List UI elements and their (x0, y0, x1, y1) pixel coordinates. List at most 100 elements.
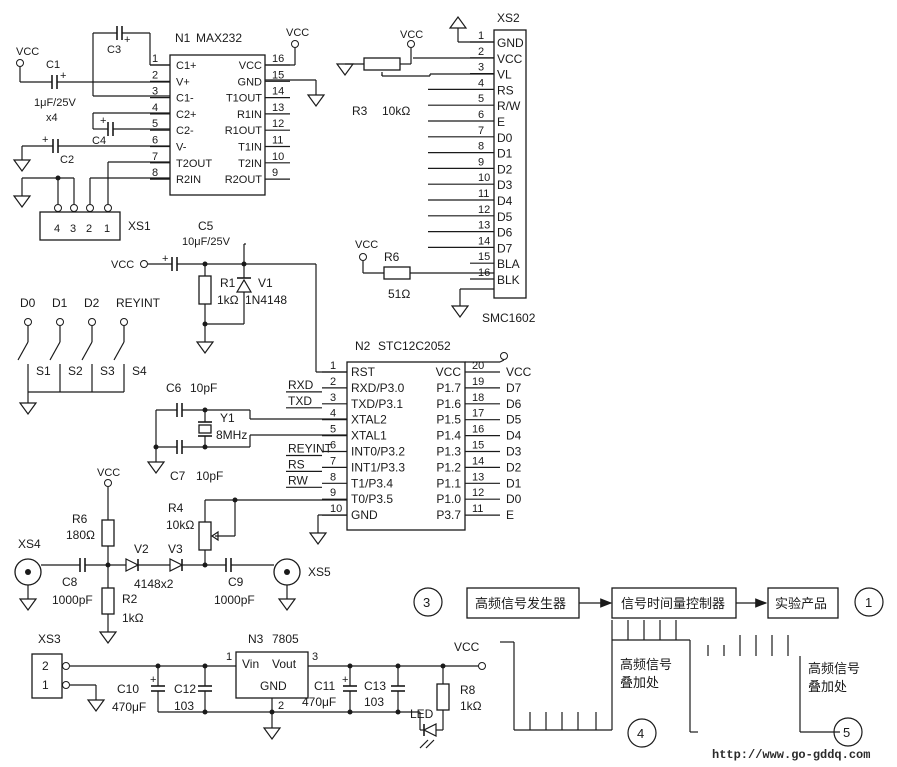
key-label-d2: D2 (84, 296, 100, 310)
mcu-pin-num: 12 (472, 487, 484, 499)
mcu-pin-name: XTAL1 (351, 429, 387, 443)
mcu-net-label: RW (288, 473, 308, 487)
c1-capacitor: VCC C1 + 1μF/25V x4 (16, 46, 170, 124)
c6-label: C6 (166, 381, 182, 395)
c11-label: C11 (314, 679, 335, 693)
overlay-a-line1: 高频信号 (620, 657, 672, 673)
max232-pin-num: 9 (272, 167, 278, 179)
lcd-pin-num: 2 (478, 46, 484, 58)
svg-text:+: + (100, 115, 106, 127)
c12-value: 103 (174, 699, 194, 713)
mcu-pin-num: 4 (330, 408, 336, 420)
c8-value: 1000pF (52, 593, 93, 607)
mcu-pin-num: 13 (472, 471, 484, 483)
max232-pin-num: 16 (272, 53, 284, 65)
key-label-reyint: REYINT (116, 296, 161, 310)
c5-value: 10μF/25V (182, 236, 231, 248)
c11-value: 470μF (302, 695, 336, 709)
mcu-pin-name: XTAL2 (351, 413, 387, 427)
r6-top-value: 51Ω (388, 287, 410, 301)
c2-label: C2 (60, 154, 74, 166)
n3-pin3: 3 (312, 651, 318, 663)
overlay-b-line1: 高频信号 (808, 661, 860, 677)
mcu-net-label: RXD (288, 378, 314, 392)
lcd-pin-name: VCC (497, 52, 523, 66)
mcu-pin-name: P1.0 (436, 492, 461, 506)
svg-text:+: + (60, 70, 66, 82)
r3-label: R3 (352, 104, 368, 118)
r6-top-vcc-label: VCC (355, 239, 378, 251)
max232-pin-name: T2OUT (176, 158, 212, 170)
overlay-a-line2: 叠加处 (620, 676, 659, 691)
lcd-pin-name: RS (497, 83, 514, 97)
max232-pin-name: C1- (176, 93, 194, 105)
mcu-net-label: E (506, 508, 514, 522)
switch-s2: S2 (68, 364, 83, 378)
mcu-pin-name: INT1/P3.3 (351, 460, 405, 474)
n3-part: 7805 (272, 632, 299, 646)
c10-value: 470μF (112, 700, 146, 714)
mcu-net-label: REYINT (288, 442, 333, 456)
v1-value: 1N4148 (245, 293, 287, 307)
c2-capacitor: C2 + (12, 134, 170, 173)
mcu-net-label: TXD (288, 394, 312, 408)
r4-value: 10kΩ (166, 518, 194, 532)
mcu-net-label: D6 (506, 397, 522, 411)
max232-chip: N1 MAX232 1C1+2V+3C1-4C2+5C2-6V-7T2OUT8R… (150, 31, 290, 196)
det-vcc-label: VCC (97, 467, 120, 479)
xs3-pin-1: 1 (42, 678, 49, 692)
lcd-pin-num: 1 (478, 30, 484, 42)
xs1-wiring: 4 3 2 1 XS1 (12, 161, 170, 241)
max232-pin-num: 14 (272, 86, 284, 98)
block-diagram: 3 高频信号发生器 信号时间量控制器 实验产品 1 (413, 587, 884, 748)
key-label-d0: D0 (20, 296, 36, 310)
xs1-pin-1: 1 (104, 223, 110, 235)
n3-vin: Vin (242, 657, 259, 671)
mcu-part: STC12C2052 (378, 339, 451, 353)
n3-gnd: GND (260, 679, 287, 693)
c13-label: C13 (364, 679, 386, 693)
lcd-pin-name: BLK (497, 273, 520, 287)
mcu-net-label: D4 (506, 429, 522, 443)
mcu-pin-name: RXD/P3.0 (351, 381, 405, 395)
overlay-b-line2: 叠加处 (808, 680, 847, 695)
lcd-pin-num: 5 (478, 93, 484, 105)
max232-pin-name: R1OUT (225, 125, 263, 137)
c1-vcc-label: VCC (16, 46, 39, 58)
reset-circuit: VCC + C5 10μF/25V R1 1kΩ V1 1N4148 (111, 219, 347, 373)
reset-vcc-label: VCC (111, 259, 134, 271)
lcd-pin-num: 12 (478, 204, 490, 216)
mcu-pin-num: 1 (330, 360, 336, 372)
max232-pin-name: GND (238, 76, 263, 88)
r2-value: 1kΩ (122, 611, 144, 625)
r8-value: 1kΩ (460, 699, 482, 713)
mcu-pin-num: 6 (330, 440, 336, 452)
crystal-circuit: C6 10pF C7 10pF Y1 8MHz (146, 381, 347, 483)
max232-part: MAX232 (196, 31, 242, 45)
max232-pin-num: 3 (152, 86, 158, 98)
mcu-ref: N2 (355, 339, 371, 353)
c6-value: 10pF (190, 381, 217, 395)
lcd-pin-num: 11 (478, 188, 489, 200)
lcd-pin-num: 9 (478, 156, 484, 168)
mcu-net-label: D2 (506, 460, 522, 474)
lcd-contrast-circuit: VCC R3 10kΩ VCC R6 51Ω (335, 15, 494, 319)
lcd-ref: XS2 (497, 11, 520, 25)
r2-label: R2 (122, 592, 138, 606)
max232-pin-name: T1IN (238, 142, 262, 154)
v1-label: V1 (258, 276, 273, 290)
circle-3: 3 (423, 595, 430, 610)
max232-pin-num: 12 (272, 118, 284, 130)
mcu-pin-num: 7 (330, 455, 336, 467)
max232-pin-num: 13 (272, 102, 284, 114)
max232-pin-num: 6 (152, 135, 158, 147)
mcu-pin-name: GND (351, 508, 378, 522)
xs1-pin-2: 2 (86, 223, 92, 235)
mcu-pin-name: P1.1 (436, 476, 461, 490)
c10-label: C10 (117, 682, 139, 696)
lcd-pin-num: 13 (478, 220, 490, 232)
mcu-pin-name: P1.6 (436, 397, 461, 411)
mcu-net-label: D7 (506, 381, 522, 395)
c4-capacitor: C4 + (92, 112, 170, 147)
max232-pin-name: R2OUT (225, 174, 263, 186)
